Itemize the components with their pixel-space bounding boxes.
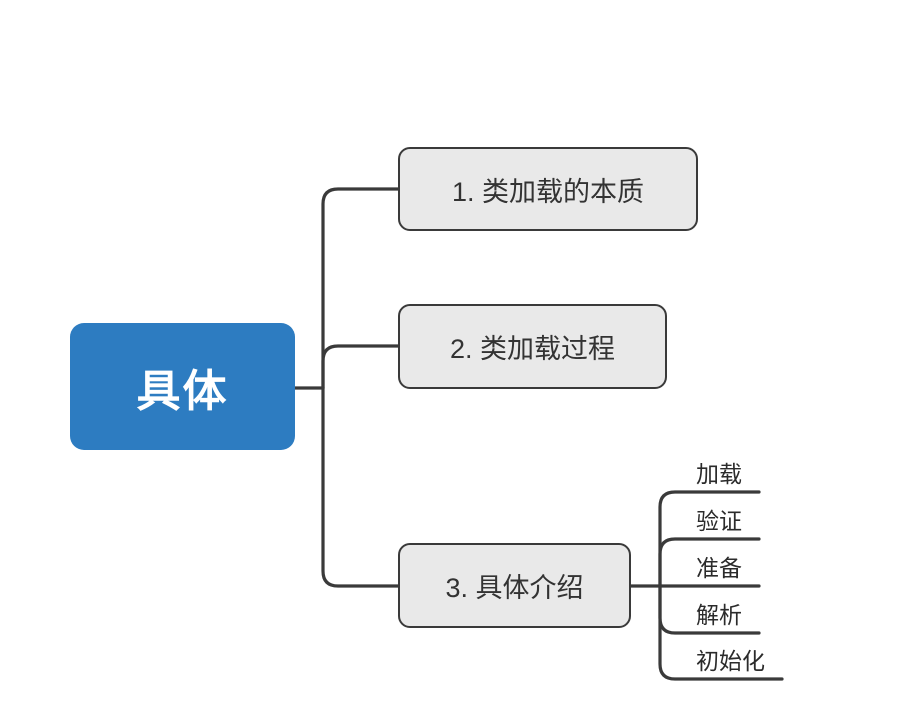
- connector-trunk-to-branch1: [321, 187, 400, 390]
- branch-node-detailed-intro[interactable]: 3. 具体介绍: [398, 543, 631, 628]
- subtopic-initialize[interactable]: 初始化: [696, 648, 765, 674]
- connector-trunk-to-branch3: [321, 386, 400, 588]
- subtopic-prepare[interactable]: 准备: [696, 555, 742, 581]
- subtopic-verify[interactable]: 验证: [696, 508, 742, 534]
- connector-trunk-to-branch2: [321, 344, 400, 390]
- connector-subtopic-initialize: [658, 584, 784, 681]
- subtopic-resolve[interactable]: 解析: [696, 602, 742, 628]
- connector-subtopic-load: [658, 490, 761, 588]
- branch-node-class-loading-process[interactable]: 2. 类加载过程: [398, 304, 667, 389]
- connector-subtopic-verify: [658, 537, 761, 588]
- subtopic-load[interactable]: 加载: [696, 461, 742, 487]
- root-node-topic[interactable]: 具体: [70, 323, 295, 450]
- branch-node-class-loading-essence[interactable]: 1. 类加载的本质: [398, 147, 698, 231]
